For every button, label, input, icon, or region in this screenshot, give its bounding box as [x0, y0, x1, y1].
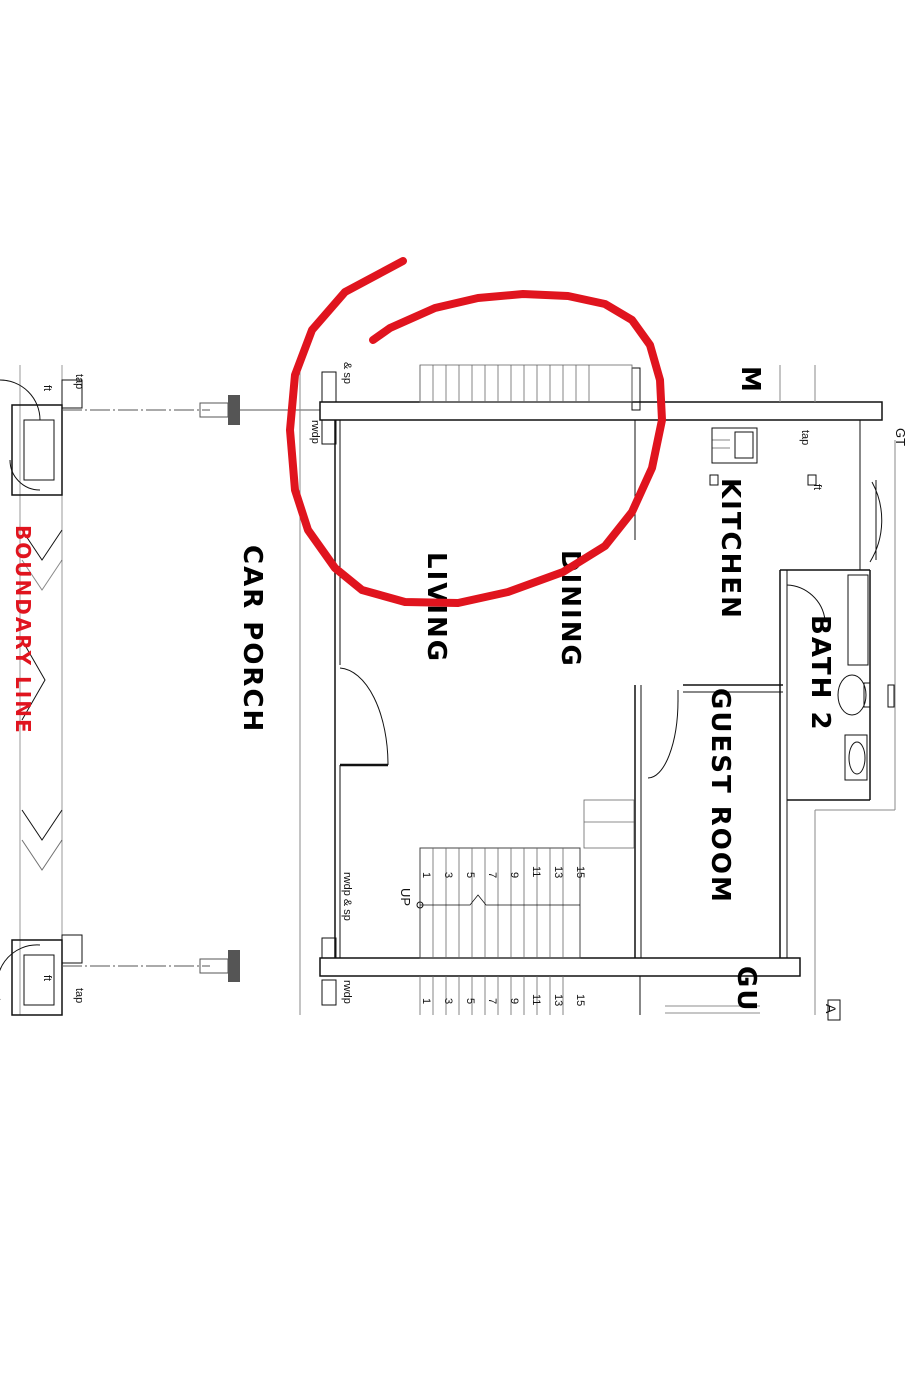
- step-number: 1: [420, 872, 432, 878]
- step-number: 15: [574, 866, 586, 878]
- stair-numbers-middle: 1 3 5 7 9 11 13 15: [420, 866, 586, 878]
- room-label-guest-partial: GU: [731, 966, 761, 1012]
- step-number: 9: [508, 998, 520, 1004]
- staircase-upper: [419, 364, 633, 403]
- step-number: 5: [464, 998, 476, 1004]
- ft-label: ft: [41, 975, 53, 981]
- annotations: tap ft tap ft & sp rwdp rwdp & sp rwdp U…: [41, 362, 908, 1004]
- staircase-middle: [416, 799, 635, 959]
- step-number: 5: [464, 872, 476, 878]
- rwdp-sp-label: rwdp & sp: [341, 872, 353, 921]
- ft-label: ft: [811, 484, 823, 490]
- tap-label: tap: [73, 374, 85, 389]
- staircase-lower: [419, 976, 760, 1015]
- step-number: 7: [486, 872, 498, 878]
- room-label-kitchen: KITCHEN: [715, 478, 745, 620]
- step-number: 9: [508, 872, 520, 878]
- step-number: 1: [420, 998, 432, 1004]
- up-label: UP: [398, 888, 413, 906]
- room-label-guest-room: GUEST ROOM: [705, 688, 735, 904]
- step-number: 3: [442, 998, 454, 1004]
- boundary-region: [0, 365, 83, 1016]
- step-number: 11: [530, 866, 542, 877]
- annotation-circle: [286, 257, 666, 607]
- step-number: 7: [486, 998, 498, 1004]
- gate-rails: [62, 395, 320, 982]
- step-number: 13: [552, 866, 564, 878]
- gt-label: GT: [893, 428, 908, 446]
- stair-numbers-lower: 1 3 5 7 9 11 13 15: [420, 994, 586, 1006]
- tap-label: tap: [73, 988, 85, 1003]
- step-number: 13: [552, 994, 564, 1006]
- sp-label: & sp: [341, 362, 353, 384]
- step-number: 3: [442, 872, 454, 878]
- tap-label: tap: [799, 430, 811, 445]
- room-label-partial-m: M: [735, 366, 765, 394]
- ft-label: ft: [41, 385, 53, 391]
- room-label-bath-2: BATH 2: [805, 615, 835, 732]
- room-labels: CAR PORCH LIVING DINING KITCHEN BATH 2 G…: [237, 366, 839, 1014]
- rwdp-label: rwdp: [341, 980, 353, 1004]
- room-label-partial-a: A: [823, 1004, 839, 1014]
- step-number: 11: [530, 994, 542, 1005]
- boundary-line-label: BOUNDARY LINE: [11, 525, 35, 735]
- room-label-living: LIVING: [421, 552, 451, 663]
- step-number: 15: [574, 994, 586, 1006]
- rwdp-label: rwdp: [309, 420, 321, 444]
- building-walls: [299, 365, 896, 1021]
- room-label-car-porch: CAR PORCH: [237, 545, 267, 733]
